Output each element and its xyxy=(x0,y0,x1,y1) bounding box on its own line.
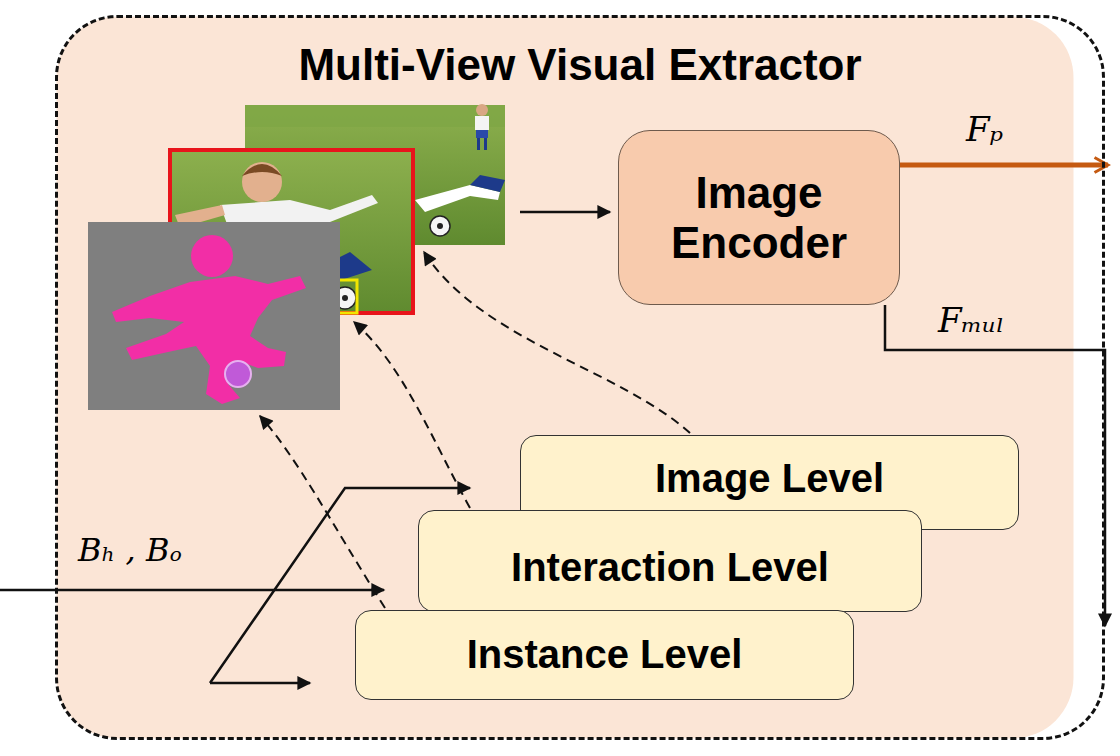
panel-title: Multi-View Visual Extractor xyxy=(58,40,1102,89)
encoder-box: Image Encoder xyxy=(618,130,900,305)
extractor-panel: Multi-View Visual ExtractorImage Encoder… xyxy=(55,15,1105,740)
input-branch xyxy=(210,682,310,685)
level-box: Interaction Level xyxy=(418,510,922,612)
box-label: Image Level xyxy=(521,456,1018,501)
signal-label: Fₘᵤₗ xyxy=(938,303,1004,337)
input-label: Bₕ , Bₒ xyxy=(78,534,182,566)
box-label: Interaction Level xyxy=(419,545,921,590)
view-arrow xyxy=(260,416,385,608)
box-label: Instance Level xyxy=(356,632,853,677)
level-box: Instance Level xyxy=(355,610,854,700)
view-arrow xyxy=(354,322,470,508)
box-label: Image Encoder xyxy=(637,168,881,267)
flow-arrow xyxy=(520,211,610,214)
signal-label: Fₚ xyxy=(966,112,1003,146)
scene-mask xyxy=(88,222,340,410)
output-arrow xyxy=(900,163,1108,168)
panel-ground xyxy=(57,17,1074,739)
